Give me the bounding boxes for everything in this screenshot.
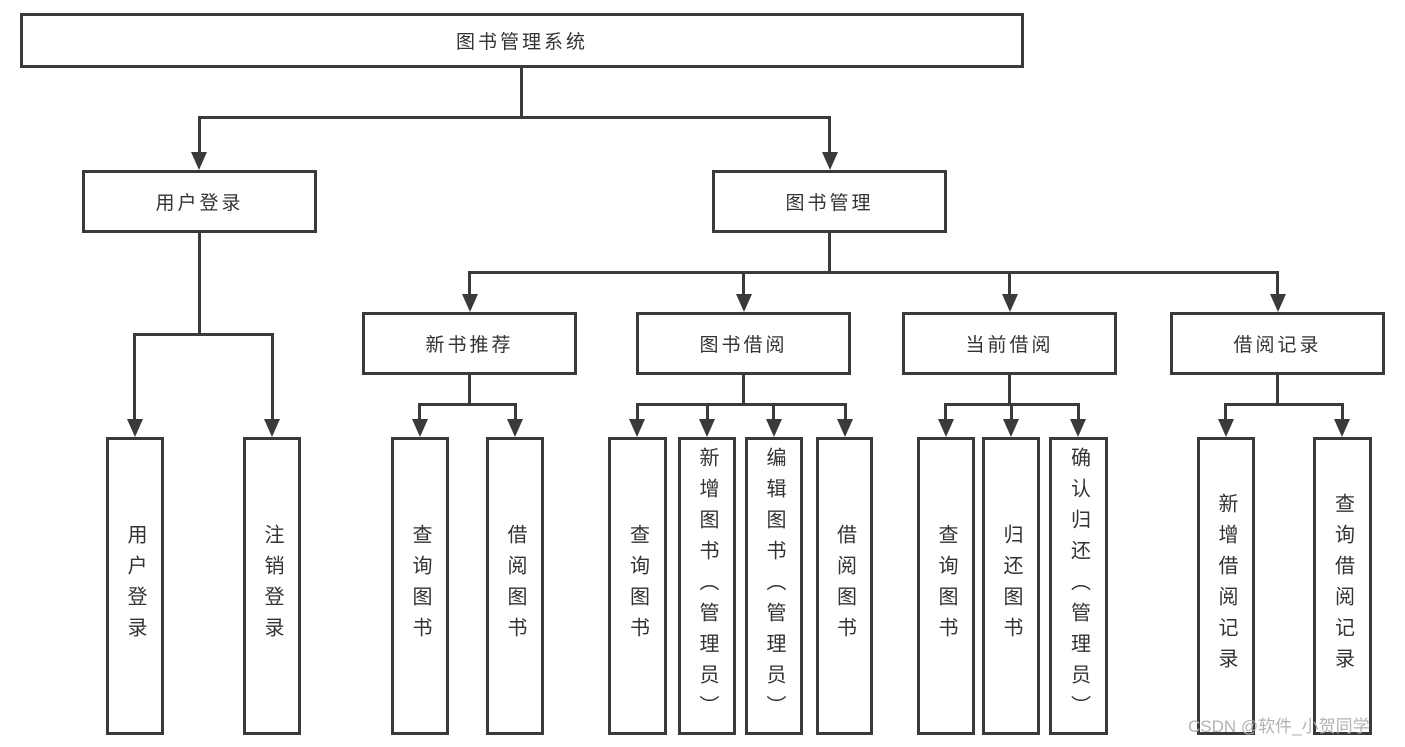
connector-line (198, 116, 831, 119)
arrow-down (507, 419, 523, 437)
node-current-borrowing: 当前借阅 (902, 312, 1117, 375)
csdn-watermark: CSDN @软件_小贺同学 (1188, 717, 1370, 736)
connector-line (1276, 375, 1279, 405)
arrow-down (837, 419, 853, 437)
connector-line (742, 375, 745, 405)
connector-line (1341, 405, 1344, 419)
leaf-add-books-admin: 新增图书（管理员） (678, 437, 736, 735)
connector-line (828, 233, 831, 273)
connector-line (1224, 403, 1344, 406)
leaf-user-login: 用户登录 (106, 437, 164, 735)
node-borrowing-records: 借阅记录 (1170, 312, 1385, 375)
node-book-borrowing: 图书借阅 (636, 312, 851, 375)
arrow-down (1270, 294, 1286, 312)
leaf-return-books: 归还图书 (982, 437, 1040, 735)
leaf-query-books-current: 查询图书 (917, 437, 975, 735)
connector-line (418, 403, 517, 406)
connector-line (271, 335, 274, 419)
connector-line (198, 118, 201, 152)
connector-line (772, 405, 775, 419)
leaf-query-books-borrowing: 查询图书 (608, 437, 667, 735)
arrow-down (1334, 419, 1350, 437)
leaf-edit-books-admin: 编辑图书（管理员） (745, 437, 803, 735)
connector-line (198, 233, 201, 335)
arrow-down (264, 419, 280, 437)
connector-line (636, 403, 847, 406)
node-library-management-system: 图书管理系统 (20, 13, 1024, 68)
node-new-book-recommend: 新书推荐 (362, 312, 577, 375)
arrow-down (1218, 419, 1234, 437)
arrow-down (766, 419, 782, 437)
leaf-query-books-recommend: 查询图书 (391, 437, 449, 735)
connector-line (468, 271, 1279, 274)
connector-line (844, 405, 847, 419)
connector-line (468, 375, 471, 405)
connector-line (636, 405, 639, 419)
connector-line (133, 335, 136, 419)
arrow-down (191, 152, 207, 170)
connector-line (828, 118, 831, 152)
connector-line (944, 403, 1080, 406)
arrow-down (736, 294, 752, 312)
connector-line (1008, 273, 1011, 294)
connector-line (520, 68, 523, 118)
leaf-query-borrow-record: 查询借阅记录 (1313, 437, 1372, 735)
arrow-down (938, 419, 954, 437)
arrow-down (699, 419, 715, 437)
connector-line (514, 405, 517, 419)
node-user-login: 用户登录 (82, 170, 317, 233)
connector-line (468, 273, 471, 294)
connector-line (706, 405, 709, 419)
arrow-down (1003, 419, 1019, 437)
connector-line (133, 333, 274, 336)
connector-line (1224, 405, 1227, 419)
arrow-down (412, 419, 428, 437)
connector-line (1276, 273, 1279, 294)
connector-line (1010, 405, 1013, 419)
arrow-down (822, 152, 838, 170)
leaf-add-borrow-record: 新增借阅记录 (1197, 437, 1255, 735)
arrow-down (1070, 419, 1086, 437)
node-book-management: 图书管理 (712, 170, 947, 233)
connector-line (944, 405, 947, 419)
leaf-borrow-books-recommend: 借阅图书 (486, 437, 544, 735)
arrow-down (462, 294, 478, 312)
arrow-down (1002, 294, 1018, 312)
connector-line (742, 273, 745, 294)
leaf-confirm-return-admin: 确认归还（管理员） (1049, 437, 1108, 735)
leaf-logout: 注销登录 (243, 437, 301, 735)
connector-line (418, 405, 421, 419)
arrow-down (629, 419, 645, 437)
connector-line (1008, 375, 1011, 405)
arrow-down (127, 419, 143, 437)
connector-line (1077, 405, 1080, 419)
leaf-borrow-books: 借阅图书 (816, 437, 873, 735)
